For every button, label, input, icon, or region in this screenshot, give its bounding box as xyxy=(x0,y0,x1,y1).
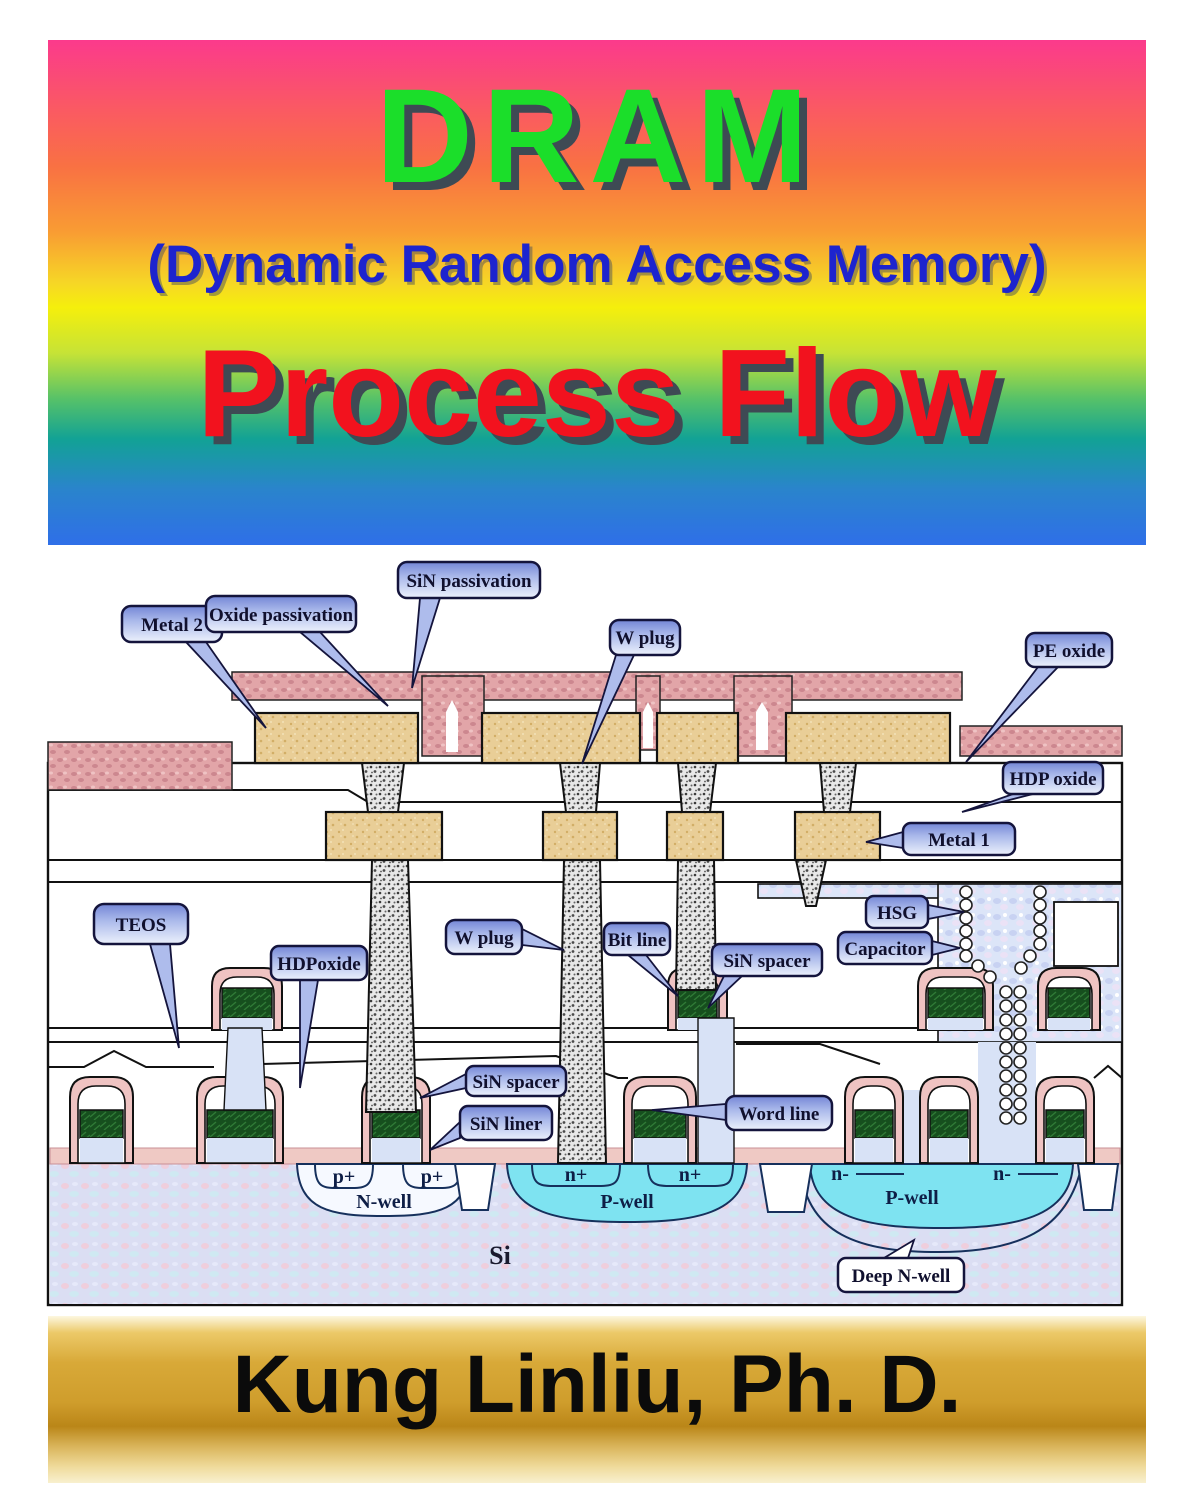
svg-text:Word line: Word line xyxy=(739,1104,820,1125)
p-plus-pocket xyxy=(314,1163,374,1189)
main-title: DRAM xyxy=(376,62,818,211)
label-si: Si xyxy=(489,1241,511,1270)
metal1-block xyxy=(541,810,619,862)
n-plus-pocket xyxy=(531,1163,621,1187)
secondary-title: Process Flow xyxy=(197,325,997,463)
hsg-grains xyxy=(959,885,1047,1125)
label-p-well: P-well xyxy=(885,1187,939,1209)
label-p-plus: p+ xyxy=(421,1166,444,1188)
callout-capacitor: Capacitor xyxy=(836,930,961,966)
metal1-block xyxy=(665,810,725,862)
callout-pe-oxide: PE oxide xyxy=(965,631,1114,763)
callout-sin-passivation: SiN passivation xyxy=(396,560,542,689)
word-line-gate xyxy=(919,1076,979,1164)
callout-hsg: HSG xyxy=(864,894,965,930)
svg-text:Deep N-well: Deep N-well xyxy=(852,1266,951,1287)
via-hole xyxy=(643,702,653,748)
callout-hdp-oxide2: HDPoxide xyxy=(269,944,369,1089)
label-p-well: P-well xyxy=(600,1191,654,1213)
p-well-region xyxy=(808,1163,1075,1230)
svg-text:Bit line: Bit line xyxy=(608,930,667,951)
svg-text:PE oxide: PE oxide xyxy=(1033,641,1105,662)
via-hole xyxy=(446,700,458,752)
svg-text:W plug: W plug xyxy=(615,628,675,649)
via-plug xyxy=(676,762,718,813)
svg-text:SiN spacer: SiN spacer xyxy=(472,1072,560,1093)
callout-hdp-oxide: HDP oxide xyxy=(961,760,1105,813)
n-plus-pocket xyxy=(647,1163,734,1187)
deep-n-well-arc xyxy=(799,1163,1083,1254)
callout-sin-spacer-top: SiN spacer xyxy=(707,942,824,1009)
svg-text:SiN spacer: SiN spacer xyxy=(723,951,811,972)
node-column xyxy=(697,1017,735,1164)
callout-metal1: Metal 1 xyxy=(865,821,1017,857)
transistor-gate xyxy=(1037,967,1101,1031)
via-plug xyxy=(360,762,406,813)
metal2-block xyxy=(655,711,740,765)
svg-text:Metal 1: Metal 1 xyxy=(928,830,990,851)
metal2-block xyxy=(253,711,420,765)
svg-text:SiN passivation: SiN passivation xyxy=(406,571,532,592)
transistor-gate xyxy=(211,967,283,1031)
callout-sin-liner: SiN liner xyxy=(429,1104,554,1151)
sti-trench xyxy=(758,1163,814,1213)
metal2-block xyxy=(784,711,952,765)
metal1-block xyxy=(793,810,882,862)
sti-trench xyxy=(453,1163,497,1211)
node-column xyxy=(223,1027,267,1111)
transistor-gate xyxy=(917,967,994,1031)
callout-deep-n-well: Deep N-well xyxy=(836,1237,966,1294)
w-plug xyxy=(674,859,718,991)
capacitor-notch xyxy=(1053,901,1119,967)
metal1-layer xyxy=(324,810,882,862)
callout-teos: TEOS xyxy=(92,902,190,1049)
svg-text:SiN liner: SiN liner xyxy=(470,1114,543,1135)
callout-sin-spacer: SiN spacer xyxy=(419,1064,568,1099)
label-n-plus: n+ xyxy=(565,1164,588,1186)
label-n-well: N-well xyxy=(356,1191,412,1213)
callout-w-plug-mid: W plug xyxy=(444,918,565,956)
metal2-layer xyxy=(253,711,952,765)
w-plug xyxy=(556,859,608,1164)
callout-w-plug-top: W plug xyxy=(581,618,682,765)
svg-text:Oxide passivation: Oxide passivation xyxy=(209,605,354,626)
p-well-region xyxy=(505,1163,749,1224)
substrate-wells xyxy=(49,1147,1121,1304)
svg-text:Capacitor: Capacitor xyxy=(844,939,926,960)
title-banner: DRAM (Dynamic Random Access Memory) Proc… xyxy=(48,40,1146,545)
via-plug xyxy=(818,762,858,813)
svg-text:TEOS: TEOS xyxy=(116,915,167,936)
author-name: Kung Linliu, Ph. D. xyxy=(232,1339,962,1430)
sti-trench xyxy=(1076,1163,1120,1211)
callout-metal2: Metal 2 xyxy=(120,604,267,729)
metal2-block xyxy=(480,711,642,765)
label-n-minus: n- xyxy=(831,1163,849,1185)
callout-bit-line: Bit line xyxy=(602,921,679,997)
via-hole xyxy=(756,702,768,750)
w-plug xyxy=(364,859,418,1113)
gap-fill xyxy=(903,1090,920,1163)
svg-text:W plug: W plug xyxy=(454,928,514,949)
metal1-block xyxy=(324,810,444,862)
word-line-gate xyxy=(1035,1076,1095,1164)
label-p-plus: p+ xyxy=(333,1166,356,1188)
callout-word-line: Word line xyxy=(651,1094,834,1132)
word-line-gate xyxy=(69,1076,134,1164)
word-line-gate xyxy=(623,1076,697,1164)
svg-text:Metal 2: Metal 2 xyxy=(141,615,203,636)
svg-text:HSG: HSG xyxy=(877,903,917,924)
via-plug xyxy=(558,762,602,813)
callout-oxide-passivation: Oxide passivation xyxy=(204,594,389,707)
svg-text:HDP oxide: HDP oxide xyxy=(1009,769,1096,790)
svg-text:HDPoxide: HDPoxide xyxy=(277,954,360,975)
subtitle: (Dynamic Random Access Memory) xyxy=(147,235,1047,294)
label-n-minus: n- xyxy=(993,1163,1011,1185)
gate-row-lower xyxy=(69,1076,1095,1164)
label-n-plus: n+ xyxy=(679,1164,702,1186)
word-line-gate xyxy=(844,1076,904,1164)
dram-cross-section-diagram: Metal 2 Oxide passivation SiN passivatio… xyxy=(46,560,1124,1307)
author-band: Kung Linliu, Ph. D. xyxy=(48,1316,1146,1483)
region-labels: p+ p+ N-well n+ n+ P-well n- n- P-well S… xyxy=(333,1163,1011,1270)
